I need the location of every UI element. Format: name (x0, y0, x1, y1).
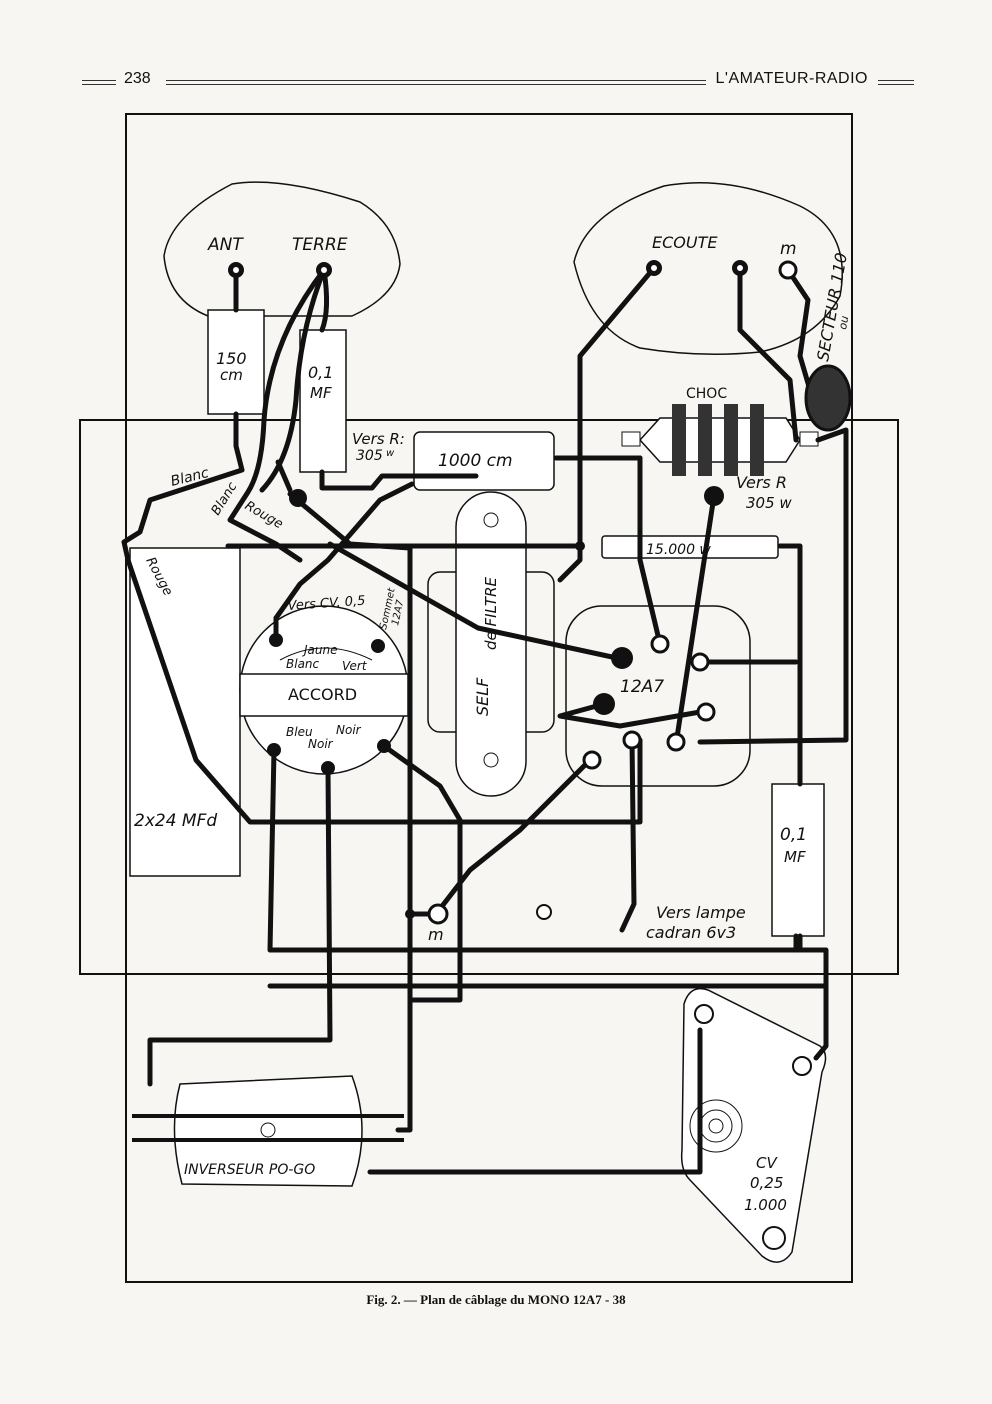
label-12a7: 12A7 (620, 677, 664, 697)
tube-socket-12a7 (565, 605, 751, 787)
label-jaune: Jaune (302, 643, 338, 657)
label-01-right: 0,1 (780, 825, 807, 845)
label-cv: CV (756, 1154, 778, 1172)
label-vert: Vert (342, 659, 368, 673)
label-terre: TERRE (292, 235, 348, 255)
band-switch-inverseur (132, 1075, 404, 1187)
variable-capacitor-cv (680, 987, 827, 1263)
electrolytic-capacitor (129, 547, 241, 877)
label-de-filtre: de FILTRE (482, 577, 500, 650)
label-cv-ratio: 1.000 (744, 1196, 787, 1214)
page-number: 238 (124, 70, 151, 87)
label-vers-r-2-value: 305 w (746, 494, 792, 512)
label-cv-value: 0,25 (750, 1174, 783, 1192)
output-plate (573, 182, 843, 355)
tuning-coil-accord (239, 605, 409, 775)
label-choc: CHOC (686, 386, 727, 402)
label-vers-r-1: Vers R: (352, 430, 405, 448)
figure-caption: Fig. 2. — Plan de câblage du MONO 12A7 -… (366, 1292, 626, 1307)
label-blanc-3: Blanc (286, 657, 320, 671)
label-accord: ACCORD (288, 685, 357, 704)
chassis-outline (79, 419, 899, 975)
label-150-cm: cm (220, 366, 243, 384)
label-sommet-12a7: 12A7 (390, 598, 406, 626)
label-m-output: m (780, 239, 797, 259)
mains-cable (804, 364, 852, 432)
label-m-ground: m (428, 925, 444, 944)
capacitor-150cm (207, 309, 265, 415)
label-ecoute: ECOUTE (652, 233, 718, 252)
label-cadran: cadran 6v3 (646, 923, 736, 942)
label-2x24: 2x24 MFd (134, 811, 217, 831)
label-150: 150 (216, 349, 247, 368)
label-15000: 15.000 w (646, 542, 711, 558)
terminals (228, 260, 798, 925)
label-01-top: 0,1 (308, 363, 333, 382)
label-self: SELF (473, 677, 492, 716)
label-bleu: Bleu (286, 725, 313, 739)
label-inverseur: INVERSEUR PO-GO (184, 1162, 315, 1178)
label-vers-r-1-unit: w (386, 448, 395, 459)
label-mf-right: MF (784, 848, 806, 866)
label-noir-1: Noir (336, 723, 362, 737)
label-vers-r-1-value: 305 (356, 448, 383, 464)
board-outline (125, 113, 853, 1283)
label-ant: ANT (207, 235, 244, 255)
choke-coil (621, 404, 819, 476)
label-vers-lampe: Vers lampe (656, 903, 746, 922)
wiring (121, 265, 849, 1175)
label-ou: ou (836, 315, 851, 331)
label-vers-r-2: Vers R (736, 473, 787, 492)
label-noir-2: Noir (308, 737, 334, 751)
label-vers-cv: Vers CV. 0,5 (287, 594, 366, 614)
label-1000cm: 1000 cm (438, 451, 513, 471)
capacitor-0-1mf-right (771, 783, 825, 937)
page-header: 238 L'AMATEUR-RADIO (82, 68, 914, 102)
filter-choke (455, 491, 527, 797)
label-secteur: SECTEUR 110 (813, 251, 851, 362)
antenna-plate (163, 181, 401, 317)
label-mf-top: MF (310, 384, 332, 402)
journal-title: L'AMATEUR-RADIO (715, 70, 868, 87)
